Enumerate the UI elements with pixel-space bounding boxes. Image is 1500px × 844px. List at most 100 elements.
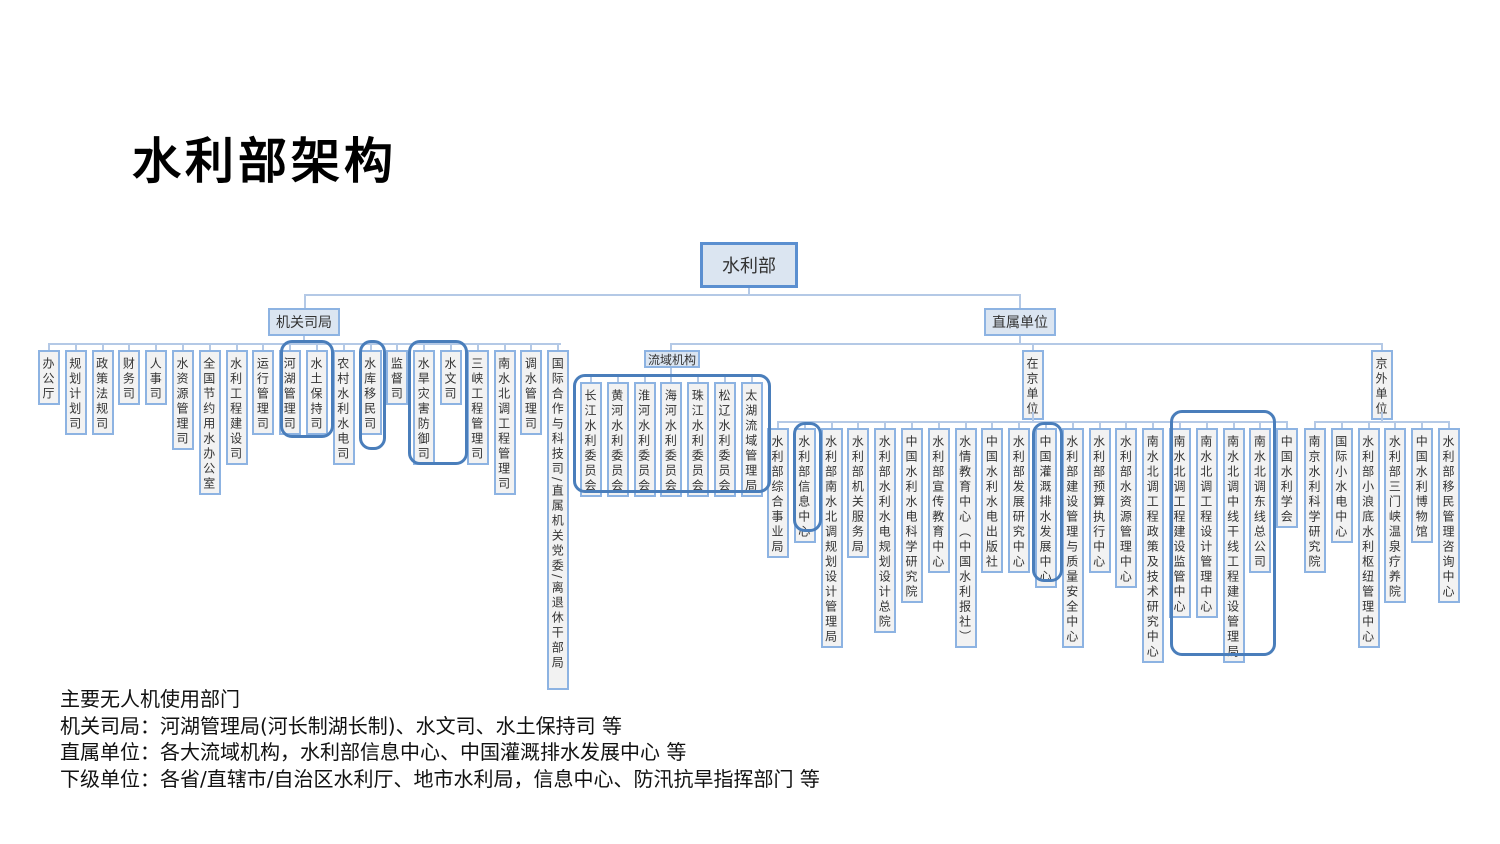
department-node: 运行管理司 [252,350,275,435]
department-node: 水资源管理司 [172,350,194,450]
outside-unit-node: 水利部三门峡温泉疗养院 [1384,428,1407,603]
outside-group-node: 京外单位 [1371,350,1393,420]
notes-line-direct: 直属单位：各大流域机构，水利部信息中心、中国灌溉排水发展中心 等 [60,740,687,764]
beijing-unit-node: 南水北调工程政策及技术研究中心 [1142,428,1165,663]
connector-line [1032,412,1034,422]
department-node: 河湖管理司 [279,350,302,435]
connector-line [724,375,726,382]
basin-unit-node: 长江水利委员会 [580,382,602,497]
basin-unit-node: 太湖流域管理局 [740,382,763,497]
connector-line [369,343,372,350]
connector-line [1032,343,1034,350]
connector-line [590,375,592,382]
beijing-unit-node: 水利部水利水电规划设计总院 [874,428,897,633]
connector-line [503,343,506,350]
department-node: 政策法规司 [91,350,114,435]
connector-line [1421,421,1424,428]
connector-line [911,421,913,428]
beijing-unit-node: 水利部综合事业局 [767,428,789,558]
connector-line [1448,421,1450,428]
department-node: 办公厅 [38,350,60,405]
department-node: 全国节约用水办公室 [198,350,221,495]
connector-line [289,343,292,350]
connector-line [1179,421,1181,428]
outside-unit-node: 水利部小浪底水利枢纽管理中心 [1357,428,1380,648]
connector-line [74,343,77,350]
connector-line [1125,421,1128,428]
connector-line [670,375,673,382]
connector-line [670,343,1382,345]
beijing-unit-node: 水利部建设管理与质量安全中心 [1061,428,1084,648]
outside-unit-node: 南京水利科学研究院 [1304,428,1326,573]
connector-line [530,343,533,350]
connector-line [1018,421,1021,428]
department-node: 三峡工程管理司 [466,350,489,465]
beijing-unit-node: 水利部宣传教育中心 [927,428,950,573]
outside-unit-node: 国际小水电中心 [1330,428,1353,543]
connector-line [476,343,479,350]
connector-line [937,421,940,428]
department-node: 调水管理司 [520,350,543,435]
connector-line [423,343,426,350]
connector-line [1071,421,1074,428]
connector-line [304,294,306,308]
basin-unit-node: 淮河水利委员会 [633,382,656,497]
notes: 主要无人机使用部门 机关司局：河湖管理局(河长制湖长制)、水文司、水土保持司 等… [60,686,820,792]
organs-node: 机关司局 [268,308,340,336]
connector-line [1340,421,1343,428]
beijing-unit-node: 南水北调工程设计管理中心 [1195,428,1218,618]
connector-line [396,343,399,350]
connector-line [128,343,131,350]
beijing-unit-node: 中国水利水电出版社 [981,428,1004,573]
connector-line [101,343,104,350]
connector-line [803,421,806,428]
connector-line [235,343,238,350]
connector-line [48,343,561,345]
department-node: 水库移民司 [359,350,382,435]
connector-line [1019,294,1021,308]
beijing-unit-node: 南水北调东线总公司 [1249,428,1272,573]
connector-line [557,343,560,350]
outside-unit-node: 中国水利博物馆 [1411,428,1434,543]
connector-line [750,375,753,382]
connector-line [1152,421,1155,428]
beijing-unit-node: 中国水利水电科学研究院 [901,428,923,603]
connector-line [182,343,184,350]
connector-line [777,421,779,428]
department-node: 财务司 [118,350,141,405]
department-node: 南水北调工程管理司 [493,350,516,495]
department-node: 监督司 [386,350,409,405]
connector-line [857,421,860,428]
beijing-unit-node: 水情教育中心（中国水利报社） [954,428,977,648]
connector-line [1381,412,1383,422]
connector-line [616,375,619,382]
beijing-unit-node: 水利部机关服务局 [847,428,870,558]
department-node: 水旱灾害防御司 [413,350,436,465]
department-node: 规划计划司 [64,350,87,435]
outside-unit-node: 水利部移民管理咨询中心 [1438,428,1460,603]
connector-line [1314,421,1316,428]
basin-unit-node: 松辽水利委员会 [714,382,736,497]
connector-line [697,375,700,382]
connector-line [1314,421,1450,423]
connector-line [643,375,646,382]
beijing-unit-node: 水利部预算执行中心 [1088,428,1111,573]
connector-line [1019,336,1021,344]
slide-title: 水利部架构 [132,133,398,190]
connector-line [991,421,994,428]
beijing-unit-node: 南水北调中线干线工程建设管理局 [1222,428,1245,663]
connector-line [1232,421,1235,428]
department-node: 水文司 [440,350,462,405]
notes-heading: 主要无人机使用部门 [60,687,240,711]
connector-line [830,421,833,428]
connector-line [1367,421,1370,428]
basin-unit-node: 海河水利委员会 [660,382,683,497]
basin-unit-node: 黄河水利委员会 [606,382,629,497]
connector-line [342,343,345,350]
beijing-unit-node: 水利部发展研究中心 [1008,428,1031,573]
root-node: 水利部 [700,242,798,288]
connector-line [155,343,158,350]
connector-line [1205,421,1208,428]
connector-line [1098,421,1101,428]
connector-line [670,368,672,376]
